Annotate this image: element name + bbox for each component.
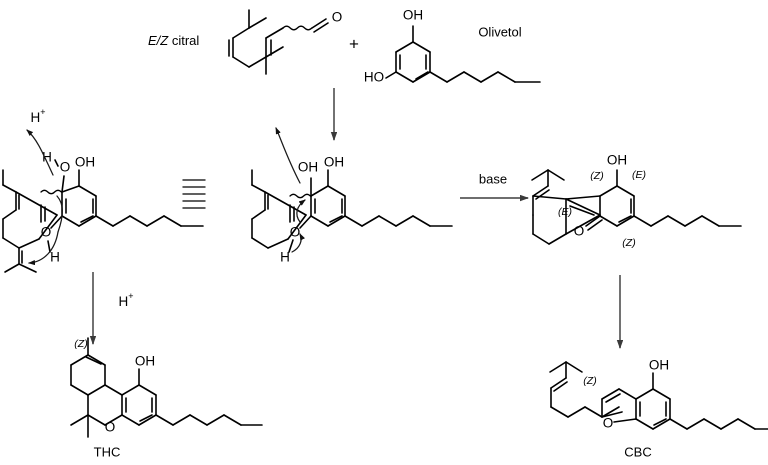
right-hydroxyl: OH — [607, 153, 627, 168]
center-phenol-hydrogen: H — [280, 250, 290, 265]
cbc-name-label: CBC — [624, 444, 651, 459]
right-stereo-label-2: (E) — [632, 169, 646, 181]
base-arrow: base — [460, 171, 529, 202]
acid-arrow: H+ — [89, 272, 134, 345]
thc-name-label: THC — [94, 444, 121, 459]
right-intermediate-structure: O OH (Z) (E) (E) (Z) — [531, 153, 742, 249]
left-intermediate-structure: H+ H O — [2, 107, 206, 273]
center-intermediate-structure: OH OH O H — [251, 127, 453, 265]
right-stereo-label-3: (E) — [558, 206, 572, 218]
cbc-structure: O OH (Z) CBC — [549, 358, 768, 459]
citral-carbonyl-oxygen: O — [332, 10, 343, 25]
acid-arrow-label: H+ — [118, 291, 133, 308]
left-phenol-oxygen: O — [41, 225, 52, 240]
left-phenol-hydroxyl: OH — [75, 155, 95, 170]
left-curly-arrow-1 — [26, 129, 54, 176]
left-oxonium-oxygen: O — [60, 160, 71, 175]
left-curly-arrow-2 — [56, 195, 63, 233]
center-curly-arrow-3 — [291, 233, 306, 253]
olivetol-structure: OH HO Olivetol — [364, 8, 541, 85]
left-proton-label: H+ — [30, 107, 45, 124]
right-stereo-label-4: (Z) — [622, 237, 635, 249]
citral-label: E/Z citral — [148, 33, 199, 48]
cbc-hydroxyl: OH — [649, 358, 669, 373]
thc-ring-oxygen: O — [105, 420, 116, 435]
base-arrow-label: base — [479, 171, 507, 186]
olivetol-label: Olivetol — [478, 24, 521, 39]
left-phenol-hydrogen: H — [50, 250, 60, 265]
thc-stereo-label: (Z) — [74, 338, 87, 350]
cbc-ring-oxygen: O — [603, 416, 614, 431]
center-phenol-oxygen: O — [290, 225, 301, 240]
center-tertiary-hydroxyl: OH — [298, 160, 318, 175]
right-stereo-label-1: (Z) — [590, 170, 603, 182]
center-curly-arrow-2 — [296, 199, 306, 223]
left-curly-arrow-3 — [28, 231, 59, 266]
plus-sign: + — [349, 34, 359, 53]
cbc-stereo-label: (Z) — [583, 375, 596, 387]
olivetol-hydroxyl-top: OH — [403, 8, 423, 23]
thc-structure: O OH (Z) THC — [70, 337, 263, 459]
citral-structure: E/Z citral O — [148, 9, 343, 75]
olivetol-hydroxyl-left: HO — [364, 70, 384, 85]
thc-hydroxyl: OH — [135, 354, 155, 369]
center-curly-arrow-1 — [275, 127, 301, 184]
center-phenol-hydroxyl: OH — [324, 155, 344, 170]
overlap-artifact-lines — [182, 179, 206, 209]
right-ketone-oxygen: O — [574, 224, 585, 239]
left-oxonium-hydrogen: H — [42, 150, 52, 165]
